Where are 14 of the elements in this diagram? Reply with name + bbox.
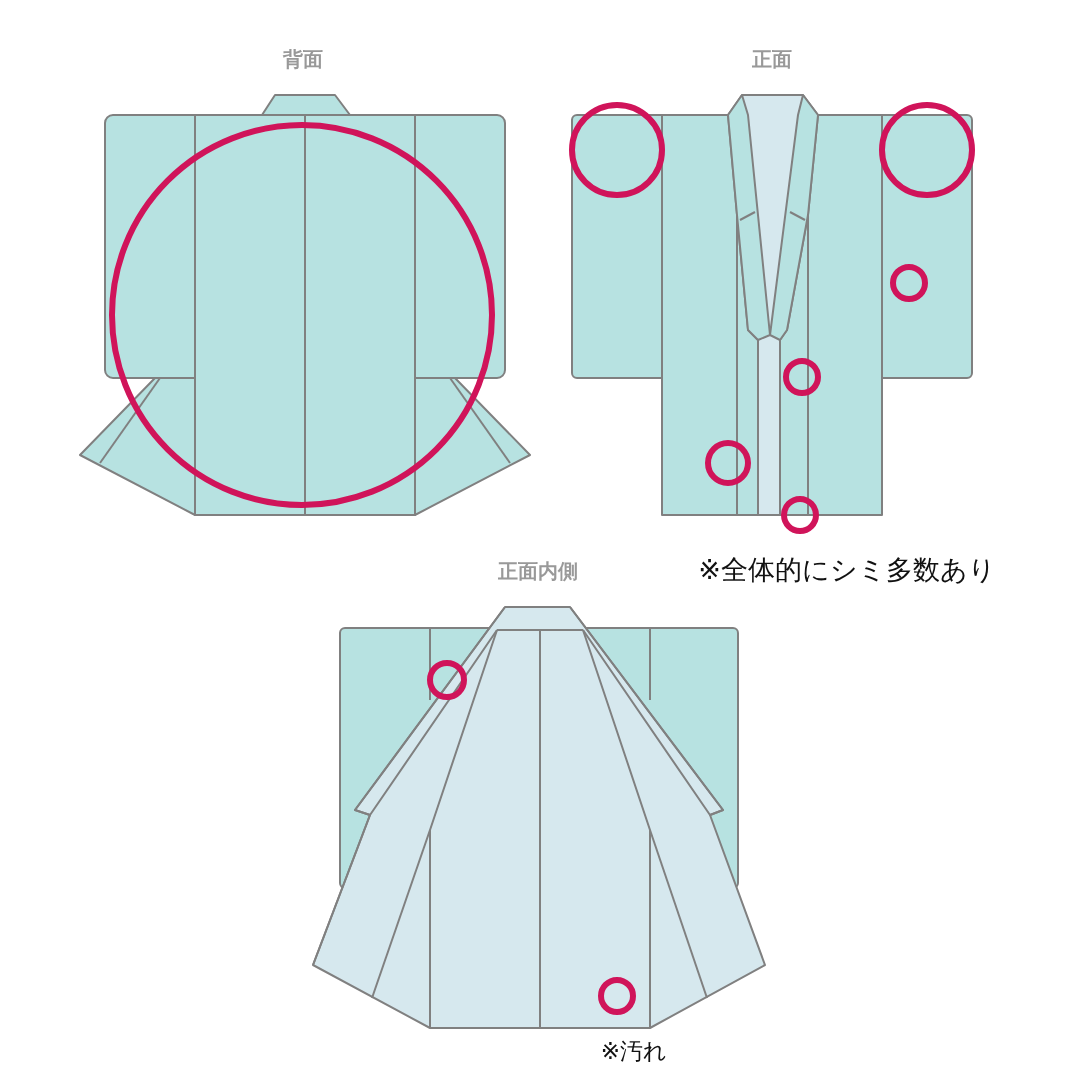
stain-circle xyxy=(705,440,751,486)
stain-circle xyxy=(569,102,665,198)
view-title: 背面 xyxy=(283,46,323,73)
stain-circle xyxy=(890,264,928,302)
note-text: ※全体的にシミ多数あり xyxy=(698,553,996,587)
stain-circle xyxy=(781,496,819,534)
stain-circle xyxy=(783,358,821,396)
stain-circle xyxy=(879,102,975,198)
stain-circle xyxy=(109,122,495,508)
stain-circle xyxy=(598,977,636,1015)
view-title: 正面 xyxy=(752,46,792,73)
stain-circle xyxy=(427,660,467,700)
note-text: ※汚れ xyxy=(600,1037,668,1066)
view-title: 正面内側 xyxy=(498,558,578,585)
